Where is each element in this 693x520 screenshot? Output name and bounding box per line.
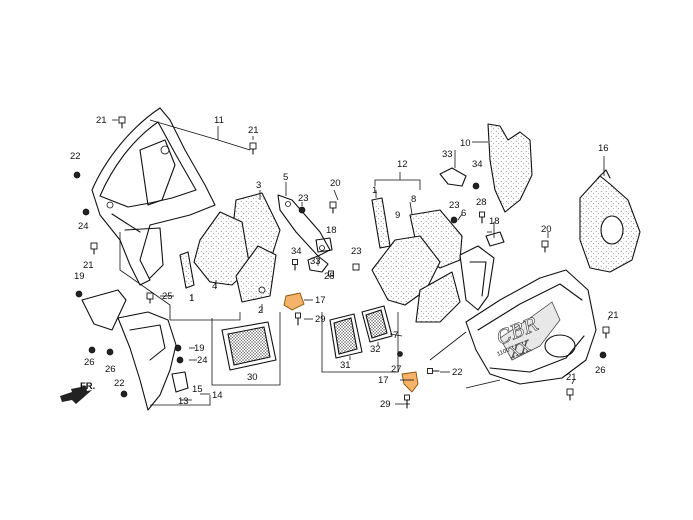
grommet-18-left [315, 237, 333, 253]
callout-20-b: 20 [541, 224, 552, 235]
callout-4: 4 [212, 281, 217, 292]
bracket-5 [277, 194, 331, 257]
callout-12: 12 [397, 159, 408, 170]
callout-29-b: 29 [380, 399, 391, 410]
grommet-6 [485, 231, 505, 247]
callout-18-a: 18 [326, 225, 337, 236]
clip-33-right [439, 167, 467, 187]
group-outline-12 [374, 179, 421, 190]
callout-26-c: 26 [595, 365, 606, 376]
front-direction-arrow: FR. [60, 381, 95, 404]
callout-33-a: 33 [310, 256, 321, 267]
callout-23-b: 23 [351, 246, 362, 257]
callout-27: 27 [391, 364, 402, 375]
mesh-filter-32 [361, 305, 393, 343]
callout-numbers: 11 21 21 22 24 21 19 25 3 4 1 2 30 5 23 … [70, 115, 619, 410]
heat-guard-10 [487, 123, 533, 213]
callout-6: 6 [461, 208, 466, 219]
callout-21-d: 21 [608, 310, 619, 321]
upper-cowl-inner [91, 107, 216, 286]
mesh-filter-30 [221, 321, 277, 371]
side-fairing-cowl: CBR 1100 XX [465, 269, 597, 385]
highlighted-bracket-17-right [401, 371, 419, 393]
cowl-pointer-lines [429, 331, 501, 389]
front-direction-label: FR. [80, 381, 95, 392]
callout-33-b: 33 [442, 149, 453, 160]
inner-panel-2 [235, 245, 277, 303]
callout-24-b: 24 [197, 355, 208, 366]
callout-5: 5 [283, 172, 288, 183]
callout-15: 15 [192, 384, 203, 395]
leader-lines [112, 119, 611, 405]
callout-7: 7 [393, 330, 398, 341]
callout-23-c: 23 [449, 200, 460, 211]
heat-guard-16 [579, 169, 641, 273]
callout-8: 8 [411, 194, 416, 205]
callout-17-a: 17 [315, 295, 326, 306]
callout-9: 9 [395, 210, 400, 221]
callout-3: 3 [256, 180, 261, 191]
group-outline-11 [119, 232, 241, 321]
callout-21-e: 21 [566, 372, 577, 383]
group-outline-30 [211, 312, 281, 386]
callout-16: 16 [598, 143, 609, 154]
callout-31: 31 [340, 360, 351, 371]
callout-25: 25 [162, 291, 173, 302]
callout-23-a: 23 [298, 193, 309, 204]
callout-32: 32 [370, 344, 381, 355]
callout-17-b: 17 [378, 375, 389, 386]
mesh-filter-31 [329, 313, 363, 359]
callout-28-b: 28 [476, 197, 487, 208]
callout-21-b: 21 [248, 125, 259, 136]
callout-1-a: 1 [189, 293, 194, 304]
callout-21-a: 21 [96, 115, 107, 126]
callout-20-a: 20 [330, 178, 341, 189]
callout-34-b: 34 [472, 159, 483, 170]
callout-22-b: 22 [114, 378, 125, 389]
fastener-bolts [73, 116, 610, 409]
clip-33-left [307, 255, 329, 273]
callout-19-a: 19 [74, 271, 85, 282]
highlighted-bracket-17-left [283, 292, 305, 311]
callout-26-a: 26 [84, 357, 95, 368]
callout-14: 14 [212, 390, 223, 401]
callout-2: 2 [258, 305, 263, 316]
callout-26-b: 26 [105, 364, 116, 375]
lower-cowl-left [81, 289, 211, 411]
callout-18-b: 18 [489, 216, 500, 227]
callout-19-b: 19 [194, 343, 205, 354]
callout-13: 13 [178, 396, 189, 407]
callout-28-a: 28 [324, 271, 335, 282]
callout-22-a: 22 [70, 151, 81, 162]
callout-22-c: 22 [452, 367, 463, 378]
callout-29-a: 29 [315, 314, 326, 325]
callout-30: 30 [247, 372, 258, 383]
callout-10: 10 [460, 138, 471, 149]
callout-21-c: 21 [83, 260, 94, 271]
group-outline-31-32 [321, 312, 399, 373]
callout-34-a: 34 [291, 246, 302, 257]
side-strip-1-left [179, 251, 195, 289]
callout-11: 11 [214, 115, 224, 126]
inner-cowl-group-12 [371, 197, 495, 323]
fairing-logo-small: 1100 [497, 347, 512, 358]
callout-24-a: 24 [78, 221, 89, 232]
callout-1-b: 1 [372, 185, 377, 196]
